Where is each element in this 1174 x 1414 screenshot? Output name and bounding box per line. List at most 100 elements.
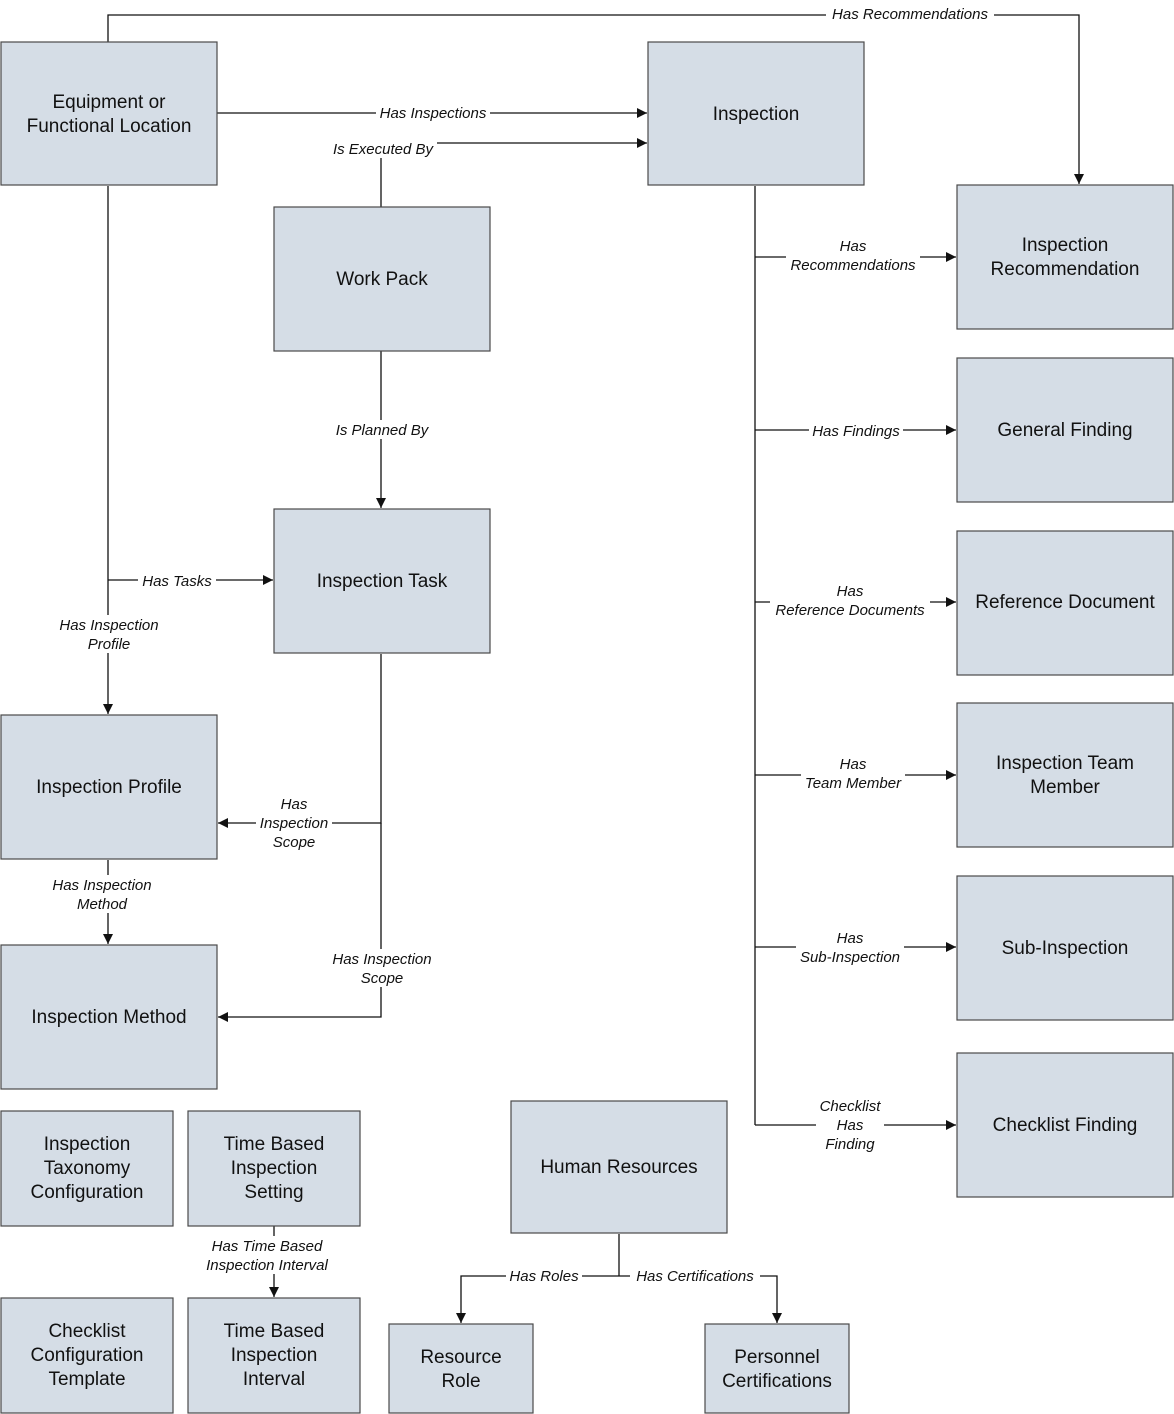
node-checklist-finding: Checklist Finding — [956, 1052, 1174, 1198]
node-label-line: Configuration — [30, 1182, 143, 1203]
label-line: Method — [77, 896, 128, 913]
node-label-line: Resource — [420, 1347, 501, 1368]
label-line: Has Recommendations — [832, 6, 988, 23]
label-line: Has Time Based — [212, 1238, 323, 1255]
node-label-line: Interval — [243, 1369, 305, 1390]
label-line: Has Inspection — [59, 617, 158, 634]
label-line: Recommendations — [790, 257, 916, 274]
node-label-line: Equipment or — [52, 92, 166, 113]
label-line: Has — [837, 583, 864, 600]
node-label-line: Checklist Finding — [993, 1115, 1138, 1136]
node-label-line: Inspection — [713, 104, 800, 125]
label-line: Checklist — [820, 1098, 882, 1115]
node-label-line: Inspection — [1022, 235, 1109, 256]
node-inspection-profile: Inspection Profile — [0, 714, 218, 860]
node-label-line: Inspection Task — [317, 571, 448, 592]
label-hr-has-roles: Has Roles — [506, 1266, 582, 1285]
label-insp-has-team: Has Team Member — [801, 754, 905, 792]
node-label-line: Taxonomy — [44, 1158, 131, 1179]
label-equip-has-tasks: Has Tasks — [138, 571, 216, 590]
node-label-line: Inspection — [44, 1134, 131, 1155]
node-label-line: Inspection — [231, 1158, 318, 1179]
node-inspection-team-member: Inspection Team Member — [956, 702, 1174, 848]
node-inspection-recommendation: Inspection Recommendation — [956, 184, 1174, 330]
label-line: Has — [837, 930, 864, 947]
node-inspection-task: Inspection Task — [273, 508, 491, 654]
label-line: Scope — [273, 834, 316, 851]
node-label-line: Recommendation — [991, 259, 1140, 280]
label-task-method-scope: Has Inspection Scope — [328, 949, 436, 987]
node-label-line: Template — [48, 1369, 125, 1390]
node-work-pack: Work Pack — [273, 206, 491, 352]
label-line: Has Inspection — [332, 951, 431, 968]
node-label-line: Checklist — [48, 1321, 126, 1342]
node-time-based-inspection-setting: Time Based Inspection Setting — [187, 1110, 361, 1227]
edge-equip-has-recommendations — [107, 14, 1084, 184]
label-line: Has — [837, 1117, 864, 1134]
node-equipment-or-functional-location: Equipment or Functional Location — [0, 41, 218, 186]
edge-task-method-scope — [218, 823, 382, 1022]
node-label-line: Functional Location — [27, 116, 192, 137]
label-tbi-interval: Has Time Based Inspection Interval — [200, 1236, 334, 1274]
node-label-line: Time Based — [224, 1134, 325, 1155]
label-equip-has-recommendations: Has Recommendations — [826, 4, 994, 23]
node-label-line: General Finding — [997, 420, 1132, 441]
label-workpack-is-planned-by: Is Planned By — [332, 420, 432, 439]
label-insp-has-findings: Has Findings — [809, 421, 903, 440]
label-line: Profile — [88, 636, 131, 653]
node-label-line: Configuration — [30, 1345, 143, 1366]
label-line: Reference Documents — [775, 602, 925, 619]
label-line: Has — [840, 756, 867, 773]
label-workpack-is-executed-by: Is Executed By — [329, 139, 437, 158]
label-equip-has-inspections: Has Inspections — [376, 103, 490, 122]
node-personnel-certifications: Personnel Certifications — [704, 1323, 850, 1414]
node-label-line: Setting — [244, 1182, 303, 1203]
label-line: Has Inspections — [380, 105, 487, 122]
node-label-line: Inspection Profile — [36, 777, 182, 798]
node-label-line: Inspection — [231, 1345, 318, 1366]
node-label-line: Inspection Method — [31, 1007, 186, 1028]
node-reference-document: Reference Document — [956, 530, 1174, 676]
node-general-finding: General Finding — [956, 357, 1174, 503]
label-line: Finding — [825, 1136, 875, 1153]
node-label-line: Certifications — [722, 1371, 832, 1392]
label-equip-has-inspection-profile: Has Inspection Profile — [55, 615, 163, 653]
label-line: Inspection — [260, 815, 328, 832]
label-insp-has-recommendations: Has Recommendations — [786, 236, 920, 274]
label-line: Team Member — [805, 775, 902, 792]
node-checklist-configuration-template: Checklist Configuration Template — [0, 1297, 174, 1414]
node-label-line: Inspection Team — [996, 753, 1134, 774]
node-label-line: Member — [1030, 777, 1100, 798]
label-line: Has — [840, 238, 867, 255]
label-task-profile-scope: Has Inspection Scope — [256, 794, 332, 851]
node-inspection-method: Inspection Method — [0, 944, 218, 1090]
node-human-resources: Human Resources — [510, 1100, 728, 1234]
label-line: Has — [281, 796, 308, 813]
node-label-line: Human Resources — [540, 1157, 697, 1178]
node-label-line: Role — [441, 1371, 480, 1392]
node-label-line: Personnel — [734, 1347, 820, 1368]
node-inspection-taxonomy-configuration: Inspection Taxonomy Configuration — [0, 1110, 174, 1227]
node-label-line: Sub-Inspection — [1002, 938, 1129, 959]
label-line: Is Planned By — [336, 422, 430, 439]
label-line: Has Inspection — [52, 877, 151, 894]
label-insp-checklist-finding: Checklist Has Finding — [816, 1096, 884, 1153]
node-label-line: Reference Document — [975, 592, 1155, 613]
node-time-based-inspection-interval: Time Based Inspection Interval — [187, 1297, 361, 1414]
label-line: Is Executed By — [333, 141, 435, 158]
label-line: Inspection Interval — [206, 1257, 328, 1274]
label-line: Has Certifications — [636, 1268, 754, 1285]
label-line: Sub-Inspection — [800, 949, 900, 966]
node-label-line: Work Pack — [336, 269, 428, 290]
label-line: Has Roles — [509, 1268, 579, 1285]
label-line: Has Tasks — [142, 573, 212, 590]
label-line: Has Findings — [812, 423, 900, 440]
label-insp-has-refdocs: Has Reference Documents — [770, 581, 930, 619]
node-sub-inspection: Sub-Inspection — [956, 875, 1174, 1021]
label-profile-has-method: Has Inspection Method — [48, 875, 156, 913]
label-hr-has-certifications: Has Certifications — [630, 1266, 760, 1285]
node-inspection: Inspection — [647, 41, 865, 186]
label-line: Scope — [361, 970, 404, 987]
node-resource-role: Resource Role — [388, 1323, 534, 1414]
